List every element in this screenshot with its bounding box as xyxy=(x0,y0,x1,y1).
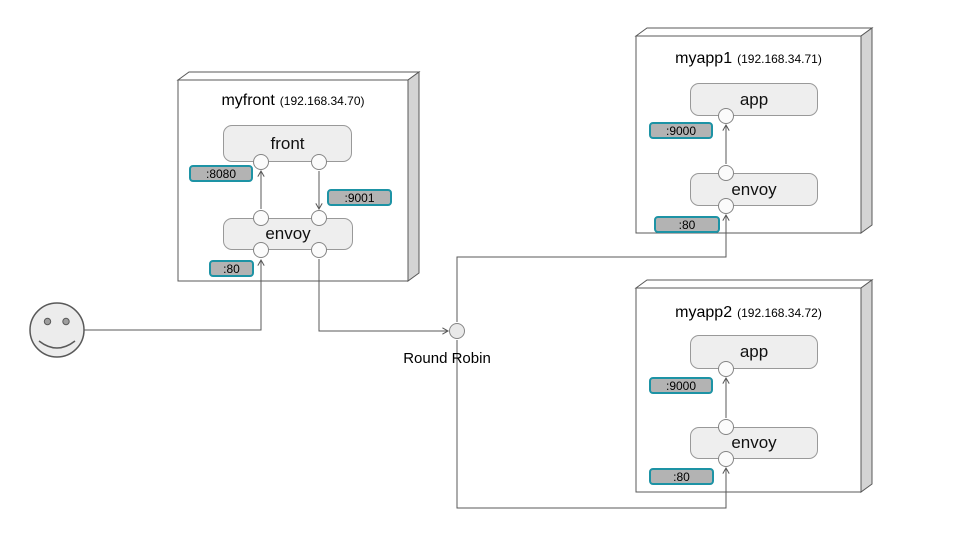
port-myfront-envoy-top-right xyxy=(311,210,327,226)
load-balancer-node xyxy=(449,323,465,339)
badge-myfront-9001: :9001 xyxy=(327,189,392,206)
badge-myapp1-9000: :9000 xyxy=(649,122,713,139)
port-myfront-envoy-top-left xyxy=(253,210,269,226)
smiley-mouth xyxy=(38,340,76,349)
myapp2-title: myapp2 (192.168.34.72) xyxy=(636,304,861,322)
port-front-bottom-right xyxy=(311,154,327,170)
myfront-name: myfront xyxy=(221,92,275,109)
port-myapp2-app-bottom xyxy=(718,361,734,377)
myapp2-ip: (192.168.34.72) xyxy=(737,306,822,320)
port-front-bottom-left xyxy=(253,154,269,170)
component-myapp1-envoy: envoy xyxy=(690,173,818,206)
myfront-ip: (192.168.34.70) xyxy=(279,94,365,108)
myapp1-title: myapp1 (192.168.34.71) xyxy=(636,50,861,68)
myapp2-box-right-face xyxy=(860,279,873,493)
edge-myfront-envoy-to-loadbalancer xyxy=(318,259,450,335)
edge-loadbalancer-to-myapp2-envoy xyxy=(456,340,730,509)
port-myapp1-envoy-bottom xyxy=(718,198,734,214)
component-myapp2-app: app xyxy=(690,335,818,369)
port-myapp1-envoy-top xyxy=(718,165,734,181)
myapp1-box-top-face xyxy=(634,27,874,37)
component-myapp2-envoy: envoy xyxy=(690,427,818,459)
port-myapp2-envoy-top xyxy=(718,419,734,435)
port-myfront-envoy-bottom-right xyxy=(311,242,327,258)
component-front: front xyxy=(223,125,352,162)
badge-myapp2-9000: :9000 xyxy=(649,377,713,394)
badge-myapp2-80: :80 xyxy=(649,468,714,485)
badge-myfront-80: :80 xyxy=(209,260,254,277)
smiley-head xyxy=(29,302,85,358)
myapp1-name: myapp1 xyxy=(675,50,733,67)
port-myapp2-envoy-bottom xyxy=(718,451,734,467)
badge-myapp1-80: :80 xyxy=(654,216,720,233)
myfront-box-right-face xyxy=(407,71,420,282)
myfront-box-top-face xyxy=(176,71,421,81)
port-myapp1-app-bottom xyxy=(718,108,734,124)
myapp2-name: myapp2 xyxy=(675,304,733,321)
myapp2-box-top-face xyxy=(634,279,874,289)
myfront-title: myfront (192.168.34.70) xyxy=(178,92,408,110)
myapp1-ip: (192.168.34.71) xyxy=(737,52,822,66)
badge-myfront-8080: :8080 xyxy=(189,165,253,182)
load-balancer-label: Round Robin xyxy=(403,350,491,367)
smiley-left-eye xyxy=(43,317,52,326)
myapp1-box-right-face xyxy=(860,27,873,234)
edge-user-to-myfront-envoy xyxy=(84,258,265,331)
component-myfront-envoy: envoy xyxy=(223,218,353,250)
user-smiley-icon xyxy=(29,302,85,358)
port-myfront-envoy-bottom-left xyxy=(253,242,269,258)
component-myapp1-app: app xyxy=(690,83,818,116)
edge-loadbalancer-to-myapp1-envoy xyxy=(456,213,730,322)
smiley-right-eye xyxy=(62,317,70,326)
